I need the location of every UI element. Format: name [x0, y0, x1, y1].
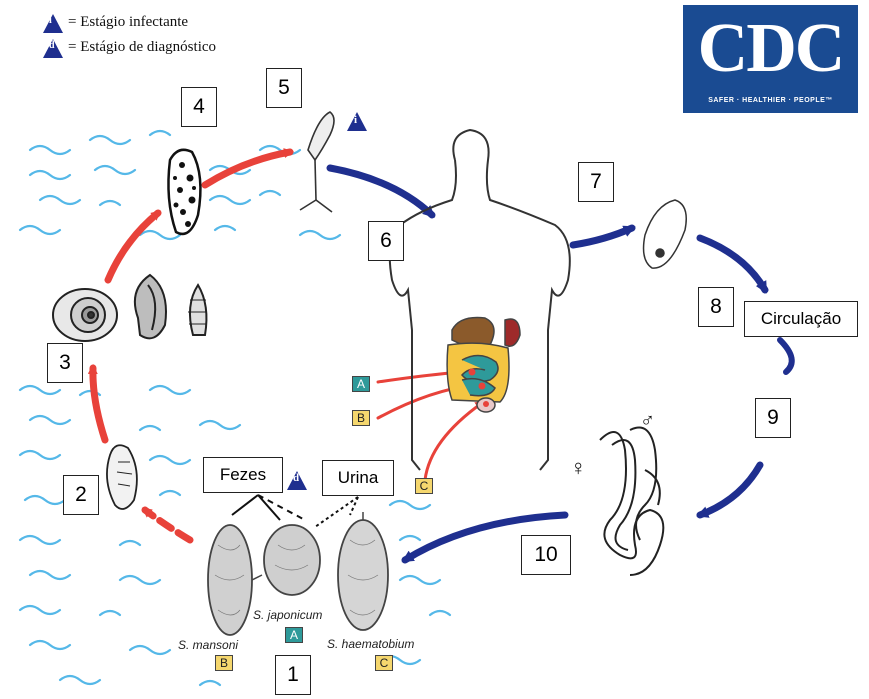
egg-haematobium [338, 520, 388, 630]
step-7-box: 7 [578, 162, 614, 202]
step-4-box: 4 [181, 87, 217, 127]
legend-infective-text: = Estágio infectante [68, 14, 188, 31]
species-japonicum: S. japonicum [253, 608, 322, 622]
male-symbol: ♂ [640, 410, 655, 433]
female-symbol: ♀ [570, 455, 587, 481]
step-10-box: 10 [521, 535, 571, 575]
arrow-sporocyst-to-cercaria [205, 152, 290, 185]
cdc-logo-main: CDC [683, 9, 858, 89]
sporocyst-illustration [168, 150, 200, 234]
legend-diagnostic-symbol: d [49, 40, 55, 51]
step-2-box: 2 [63, 475, 99, 515]
step-3-box: 3 [47, 343, 83, 383]
step-6-box: 6 [368, 221, 404, 261]
arrow-circulation-segment [780, 340, 792, 372]
arrow-eggs-to-miracidium [145, 510, 190, 540]
arrow-to-adults [700, 465, 760, 515]
urina-label: Urina [322, 460, 394, 496]
species-haematobium: S. haematobium [327, 637, 414, 651]
step-1-box: 1 [275, 655, 311, 695]
arrow-cercaria-to-human [330, 168, 432, 215]
schistosomulum-illustration [644, 200, 687, 268]
legend-infective-symbol: i [49, 15, 52, 26]
arrow-human-to-schistosomulum [573, 228, 632, 245]
adult-worms-illustration [600, 428, 663, 576]
organ-illustration [447, 318, 520, 413]
arrow-to-circulation [700, 238, 765, 290]
step-5-box: 5 [266, 68, 302, 108]
infective-stage-mark: i [354, 114, 357, 126]
cdc-logo: CDC SAFER · HEALTHIER · PEOPLE™ [683, 5, 858, 113]
egg-mansoni-spine [252, 575, 262, 580]
tag-a-japonicum: A [285, 627, 303, 643]
tag-b-intestine: B [352, 410, 370, 426]
tag-a-intestine: A [352, 376, 370, 392]
legend-infective-icon [43, 14, 63, 33]
arrow-snail-to-sporocyst [108, 213, 158, 280]
circulacao-label: Circulação [744, 301, 858, 337]
egg-japonicum [264, 525, 320, 595]
tag-c-bladder: C [415, 478, 433, 494]
tag-b-mansoni: B [215, 655, 233, 671]
miracidium-illustration [107, 445, 137, 509]
step-9-box: 9 [755, 398, 791, 438]
legend-diagnostic-text: = Estágio de diagnóstico [68, 39, 216, 56]
label-connector-lines [232, 495, 358, 527]
diagnostic-stage-mark: d [293, 472, 299, 484]
snail-illustrations [53, 275, 207, 341]
human-silhouette [390, 130, 570, 470]
cdc-logo-tagline: SAFER · HEALTHIER · PEOPLE™ [683, 97, 858, 104]
fezes-label: Fezes [203, 457, 283, 493]
species-mansoni: S. mansoni [178, 638, 238, 652]
arrow-c-bladder [425, 403, 482, 480]
arrow-miracidium-to-snail [93, 368, 105, 440]
cercaria-illustration [300, 112, 334, 212]
step-8-box: 8 [698, 287, 734, 327]
tag-c-haematobium: C [375, 655, 393, 671]
